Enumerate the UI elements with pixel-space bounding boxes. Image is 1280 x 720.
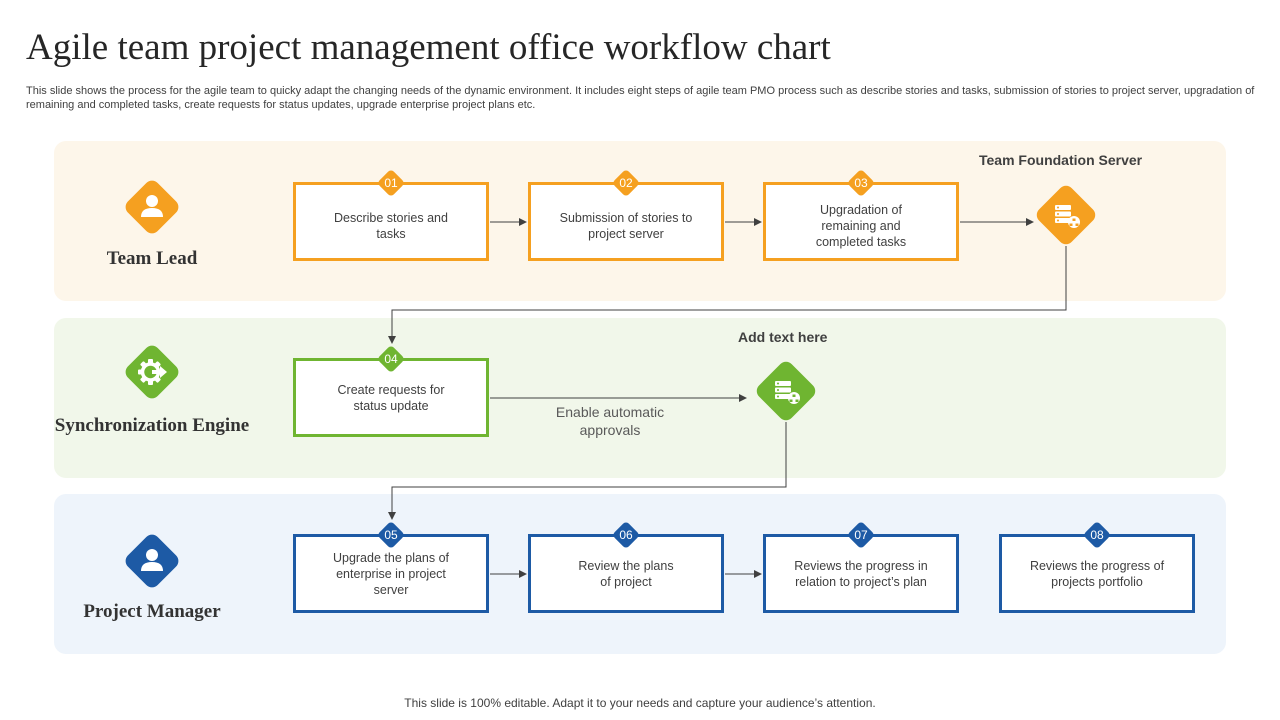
slide-description: This slide shows the process for the agi…	[26, 85, 1255, 111]
arrow-sync-server-05	[388, 422, 787, 520]
step-number-03: 03	[854, 176, 868, 190]
step-text: Reviews the progress of projects portfol…	[1029, 558, 1165, 589]
step-box-03: Upgradation of remaining and completed t…	[763, 182, 959, 261]
page-title: Agile team project management office wor…	[26, 27, 831, 68]
role-label-team-lead: Team Lead	[106, 248, 198, 269]
step-number-01: 01	[384, 176, 398, 190]
step-text: Upgradation of remaining and completed t…	[815, 202, 907, 249]
step-text: Review the plans of project	[578, 558, 674, 589]
step-text: Submission of stories to project server	[559, 210, 693, 241]
step-number-08: 08	[1090, 528, 1104, 542]
add-text-label: Add text here	[738, 329, 828, 345]
team-foundation-server-label: Team Foundation Server	[979, 152, 1143, 168]
user-icon	[141, 195, 163, 217]
arrow-server-04	[388, 246, 1067, 344]
role-label-synchronization-engine: Synchronization Engine	[54, 415, 250, 436]
step-number-02: 02	[619, 176, 633, 190]
step-text: Upgrade the plans of enterprise in proje…	[332, 550, 450, 597]
step-text: Create requests for status update	[337, 382, 445, 413]
role-label-project-manager: Project Manager	[83, 601, 221, 622]
gear-arrow-icon	[138, 359, 167, 385]
step-number-07: 07	[854, 528, 868, 542]
step-number-04: 04	[384, 352, 398, 366]
server-network-icon	[775, 381, 800, 404]
enable-approvals-label: Enable automatic approvals	[555, 404, 665, 438]
user-icon	[141, 549, 163, 571]
step-text: Reviews the progress in relation to proj…	[794, 558, 928, 589]
step-text: Describe stories and tasks	[334, 210, 448, 241]
server-network-icon	[1055, 205, 1080, 228]
step-number-06: 06	[619, 528, 633, 542]
footer-note: This slide is 100% editable. Adapt it to…	[404, 696, 876, 710]
step-number-05: 05	[384, 528, 398, 542]
